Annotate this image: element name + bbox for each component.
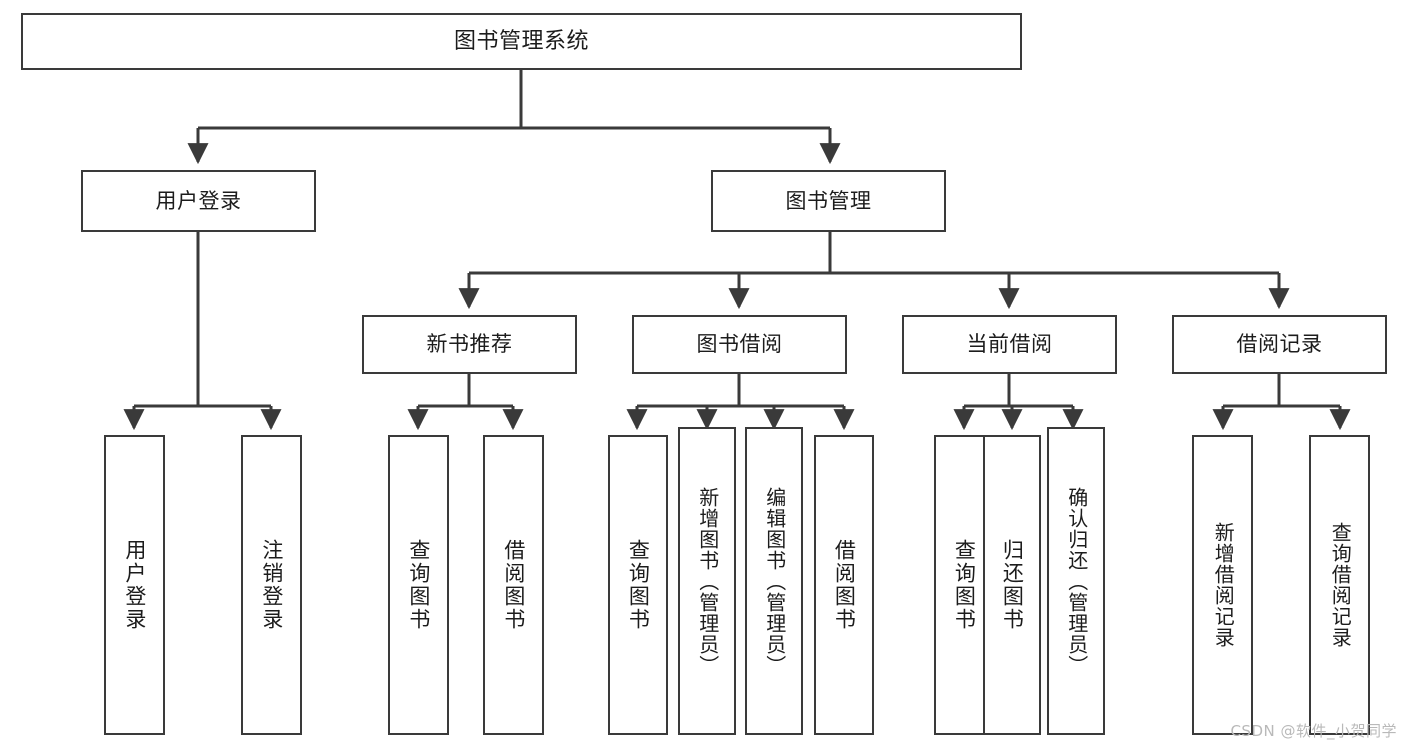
- node-label: 新书推荐: [426, 332, 513, 357]
- node-borrow-record[interactable]: 借阅记录: [1172, 315, 1387, 374]
- leaf-label: 新增借阅记录: [1211, 522, 1236, 648]
- node-label: 图书管理: [785, 188, 872, 213]
- watermark: CSDN @软件_小贺同学: [1230, 722, 1397, 740]
- node-label: 当前借阅: [966, 332, 1053, 357]
- leaf-label: 注销登录: [259, 539, 284, 631]
- leaf-label: 借阅图书: [501, 539, 526, 631]
- leaf-query-book-borrow[interactable]: 查询图书: [608, 435, 668, 735]
- leaf-add-borrow-record[interactable]: 新增借阅记录: [1192, 435, 1253, 735]
- leaf-logout[interactable]: 注销登录: [241, 435, 302, 735]
- leaf-return-book[interactable]: 归还图书: [983, 435, 1041, 735]
- leaf-label: 用户登录: [122, 539, 147, 631]
- leaf-borrow-book-recommend[interactable]: 借阅图书: [483, 435, 544, 735]
- node-label: 图书管理系统: [453, 28, 589, 54]
- leaf-user-login[interactable]: 用户登录: [104, 435, 165, 735]
- leaf-label: 编辑图书（管理员）: [762, 486, 787, 676]
- leaf-query-book-recommend[interactable]: 查询图书: [388, 435, 449, 735]
- leaf-label: 新增图书（管理员）: [695, 486, 720, 676]
- leaf-label: 查询图书: [626, 539, 651, 631]
- node-user-login[interactable]: 用户登录: [81, 170, 316, 232]
- leaf-label: 确认归还（管理员）: [1064, 486, 1089, 676]
- leaf-label: 查询借阅记录: [1328, 522, 1353, 648]
- leaf-edit-book-admin[interactable]: 编辑图书（管理员）: [745, 427, 803, 735]
- node-label: 用户登录: [155, 188, 242, 213]
- leaf-borrow-book[interactable]: 借阅图书: [814, 435, 874, 735]
- leaf-label: 归还图书: [1000, 539, 1025, 631]
- node-root-system[interactable]: 图书管理系统: [21, 13, 1022, 70]
- node-label: 借阅记录: [1236, 332, 1323, 357]
- leaf-confirm-return-admin[interactable]: 确认归还（管理员）: [1047, 427, 1105, 735]
- node-book-management[interactable]: 图书管理: [711, 170, 946, 232]
- leaf-label: 查询图书: [952, 539, 977, 631]
- leaf-label: 查询图书: [406, 539, 431, 631]
- leaf-add-book-admin[interactable]: 新增图书（管理员）: [678, 427, 736, 735]
- leaf-query-borrow-record[interactable]: 查询借阅记录: [1309, 435, 1370, 735]
- node-book-borrow[interactable]: 图书借阅: [632, 315, 847, 374]
- node-label: 图书借阅: [696, 332, 783, 357]
- leaf-label: 借阅图书: [832, 539, 857, 631]
- node-current-borrow[interactable]: 当前借阅: [902, 315, 1117, 374]
- node-new-book-recommend[interactable]: 新书推荐: [362, 315, 577, 374]
